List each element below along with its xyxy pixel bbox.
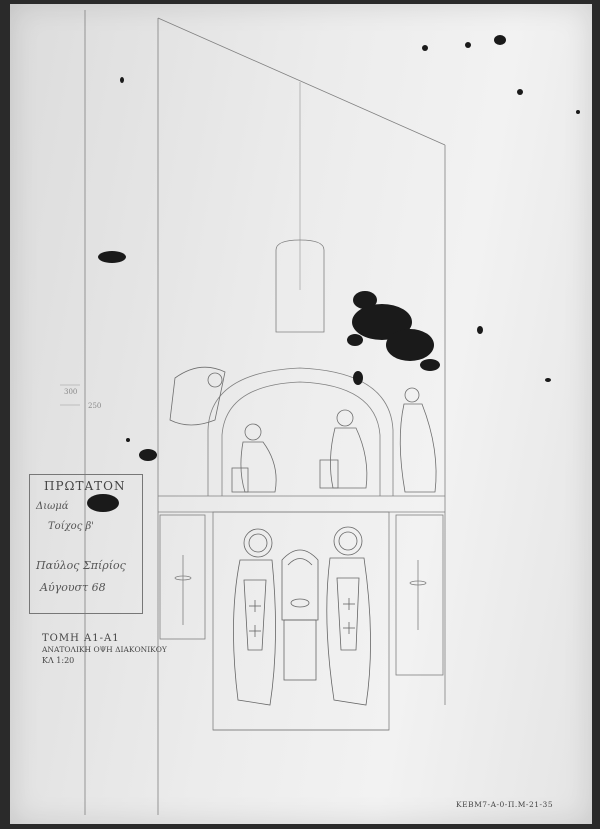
title-block-author: Παύλος Σπίρίος: [36, 559, 126, 572]
side-panel: [159, 514, 206, 640]
dimension-label: 300: [64, 388, 78, 396]
dimension-label: 250: [88, 402, 102, 410]
title-block: ΠΡΩΤΑΤΟΝ Διωμά Τοίχος β' Παύλος Σπίρίος …: [29, 474, 143, 614]
side-panel: [395, 514, 444, 676]
paper-sheet: [10, 4, 592, 824]
standing-bishops: [233, 526, 371, 706]
roof-line: [157, 17, 446, 146]
arch-outline: [207, 367, 394, 496]
title-block-name: ΠΡΩΤΑΤΟΝ: [44, 479, 126, 493]
archive-code: ΚΕΒΜ7-Α-0-Π.Μ-21-35: [456, 800, 554, 809]
scale-label: ΚΛ 1:20: [42, 656, 75, 665]
niche-frame: [212, 511, 390, 731]
title-block-line: Τοίχος β': [48, 521, 95, 532]
ink-stains: [87, 35, 580, 512]
title-block-date: Αύγουστ 68: [40, 581, 106, 594]
window-outline: [275, 239, 325, 333]
seated-figures: [169, 366, 437, 493]
arch-inner: [221, 381, 381, 496]
section-subtitle: ΑΝΑΤΟΛΙΚΗ ΟΨΗ ΔΙΑΚΟΝΙΚΟΥ: [42, 645, 167, 654]
title-block-line: Διωμά: [36, 501, 69, 512]
section-title: ΤΟΜΗ Α1-Α1: [42, 633, 120, 644]
